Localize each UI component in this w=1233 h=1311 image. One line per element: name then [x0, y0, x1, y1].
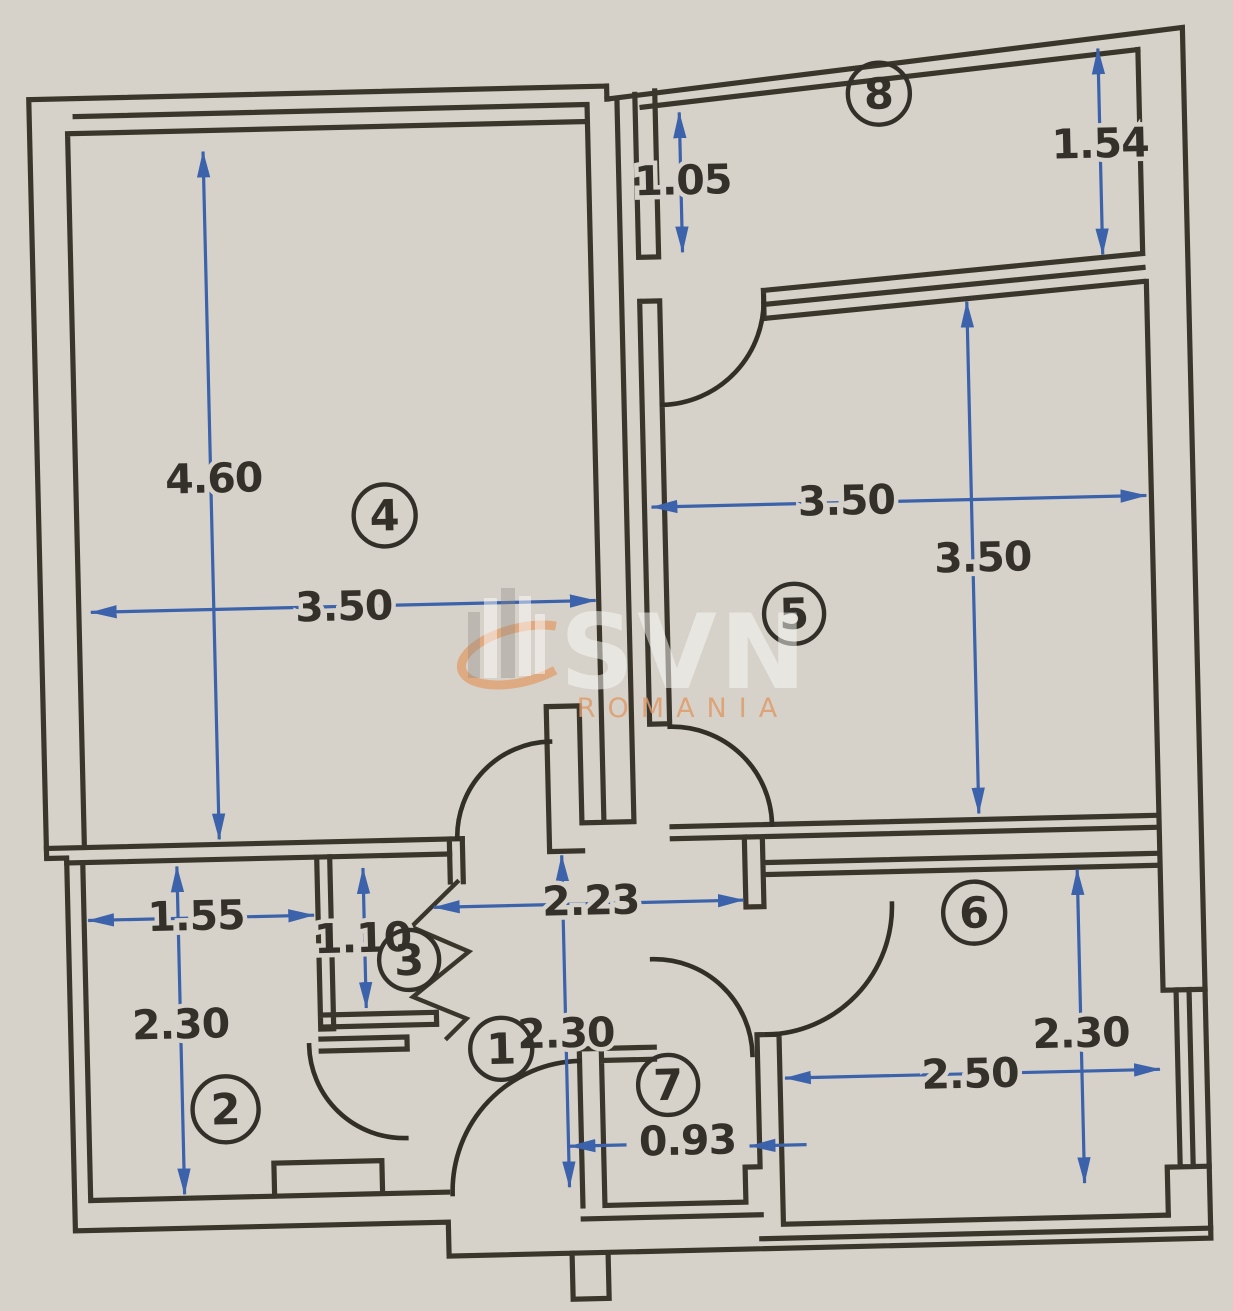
dim-line-balcony-right — [1091, 47, 1109, 256]
dim-room3-height: 1.10 — [313, 913, 411, 963]
room2-room3-walls — [80, 836, 466, 1204]
room5-circle — [761, 581, 827, 646]
dimension-labels: 4.60 3.50 1.05 1.54 3.50 3.50 1.55 2.30 … — [127, 114, 1154, 1170]
dim-balcony-left: 1.05 — [634, 155, 732, 205]
room-labels: 1 2 3 4 5 6 7 8 — [190, 60, 1008, 1145]
dim-line-room7-width-right — [748, 1138, 807, 1153]
dim-line-room4-width — [90, 594, 597, 619]
dim-line-hallway-height — [555, 854, 576, 1189]
dim-line-room2-height — [170, 865, 191, 1196]
room3-zigzag-partition — [407, 878, 474, 1042]
room6-number: 6 — [959, 888, 990, 939]
dim-line-room7-width-left — [568, 1138, 627, 1153]
dim-line-room5-height — [960, 300, 985, 815]
plan-drawing: 4.60 3.50 1.05 1.54 3.50 3.50 1.55 2.30 … — [26, 24, 1214, 1302]
room7-circle — [635, 1052, 701, 1118]
dim-room2-width: 1.55 — [147, 891, 245, 941]
watermark: SVN ROMANIA — [456, 588, 809, 724]
door-arcs — [306, 294, 895, 1197]
dim-line-balcony-left — [673, 111, 689, 254]
room2-circle — [190, 1074, 261, 1145]
room6-circle — [940, 879, 1008, 946]
dim-room5-height: 3.50 — [934, 532, 1032, 582]
room7-number: 7 — [653, 1061, 684, 1112]
watermark-swoosh — [456, 620, 584, 690]
dim-room7-width: 0.93 — [638, 1115, 736, 1165]
room8-circle — [845, 60, 913, 127]
room4-circle — [351, 482, 418, 549]
dim-line-room6-width — [784, 1063, 1161, 1085]
balcony-walls — [639, 46, 1147, 322]
watermark-building-icon — [468, 588, 545, 678]
room3-circle — [376, 927, 442, 993]
room3-number: 3 — [394, 936, 425, 987]
room5-number: 5 — [779, 589, 810, 640]
dim-line-room2-width — [87, 909, 315, 927]
room1-number: 1 — [486, 1024, 517, 1075]
dim-line-room5-width — [650, 489, 1148, 514]
room1-circle — [468, 1015, 535, 1083]
dim-room6-width: 2.50 — [921, 1049, 1019, 1099]
exterior-walls — [26, 24, 1214, 1302]
dim-balcony-right: 1.54 — [1051, 118, 1149, 168]
room4-number: 4 — [369, 491, 400, 542]
dim-room4-height: 4.60 — [165, 453, 263, 503]
dimension-lines — [87, 47, 1161, 1196]
room2-number: 2 — [210, 1085, 241, 1136]
room8-number: 8 — [863, 69, 894, 120]
dim-room5-width: 3.50 — [797, 475, 895, 525]
dim-line-room4-height — [196, 150, 226, 841]
watermark-brand: SVN — [560, 593, 809, 713]
room4-walls — [43, 96, 637, 866]
dim-line-room3-height — [356, 867, 373, 1009]
dim-room6-height: 2.30 — [1032, 1008, 1130, 1058]
dim-room2-height: 2.30 — [131, 999, 229, 1049]
dim-line-hallway-width — [433, 894, 745, 914]
dim-hallway-width: 2.23 — [542, 876, 640, 926]
right-wall-window-niche — [1143, 278, 1212, 1218]
dim-line-room6-height — [1071, 868, 1091, 1184]
dim-room4-width: 3.50 — [295, 581, 393, 631]
watermark-country: ROMANIA — [577, 693, 789, 724]
